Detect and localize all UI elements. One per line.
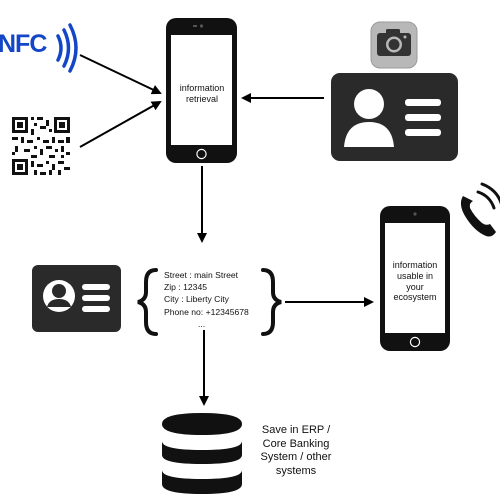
address-line: Zip : 12345 — [164, 282, 207, 293]
phone-retrieval-label: information retrieval — [179, 83, 225, 104]
arrow-qr-to-phone — [79, 101, 162, 148]
address-line: City : Liberty City — [164, 294, 229, 305]
smartphone-icon — [380, 206, 450, 351]
arrow-nfc-to-phone — [79, 54, 162, 95]
arrows — [79, 54, 374, 406]
database-label: Save in ERP / Core Banking System / othe… — [260, 424, 332, 477]
qr-code-icon — [12, 117, 70, 175]
address-details: Street : main Street Zip : 12345 City : … — [164, 269, 249, 330]
contact-card-icon — [32, 265, 121, 332]
camera-icon — [370, 21, 418, 69]
database-icon — [162, 413, 242, 494]
nfc-icon — [56, 23, 78, 73]
address-line: Phone no: +12345678 — [164, 306, 249, 317]
smartphone-icon — [166, 18, 237, 163]
address-line: ... — [198, 318, 206, 329]
phone-call-icon — [460, 182, 500, 237]
phone-ecosystem-label: information usable in your ecosystem — [392, 260, 438, 303]
nfc-label: NFC — [0, 30, 47, 58]
address-braces — [137, 268, 282, 336]
id-card-icon — [331, 73, 458, 161]
address-line: Street : main Street — [164, 270, 239, 280]
